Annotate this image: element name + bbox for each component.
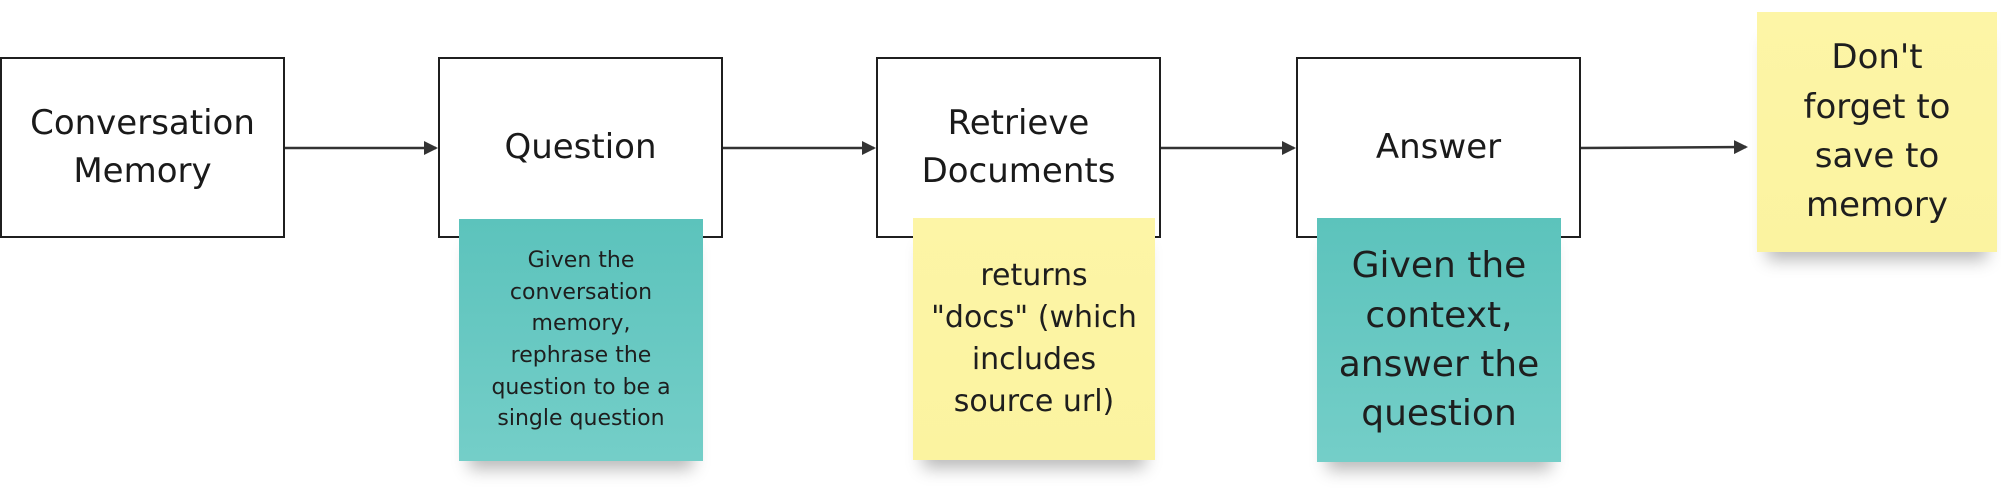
node-label: Question bbox=[504, 126, 657, 167]
node-conversation-memory: Conversation Memory bbox=[0, 57, 285, 238]
node-label: Answer bbox=[1375, 126, 1502, 167]
node-retrieve-documents: Retrieve Documents bbox=[876, 57, 1161, 238]
node-question: Question bbox=[438, 57, 723, 238]
sticky-note-text: Don't forget to save to memory bbox=[1803, 37, 1951, 226]
node-label: Retrieve Documents bbox=[921, 102, 1116, 191]
sticky-note-text: returns "docs" (which includes source ur… bbox=[931, 258, 1137, 419]
node-label: Conversation Memory bbox=[30, 102, 255, 191]
arrow-answer-to-note bbox=[1580, 140, 1748, 155]
sticky-note-text: Given the context, answer the question bbox=[1338, 245, 1540, 435]
sticky-note-memory: Don't forget to save to memory bbox=[1757, 12, 1997, 252]
sticky-note-answer: Given the context, answer the question bbox=[1317, 218, 1561, 462]
node-answer: Answer bbox=[1296, 57, 1581, 238]
sticky-note-retrieve: returns "docs" (which includes source ur… bbox=[913, 218, 1155, 460]
sticky-note-question: Given the conversation memory, rephrase … bbox=[459, 219, 703, 461]
sticky-note-text: Given the conversation memory, rephrase … bbox=[491, 247, 671, 432]
